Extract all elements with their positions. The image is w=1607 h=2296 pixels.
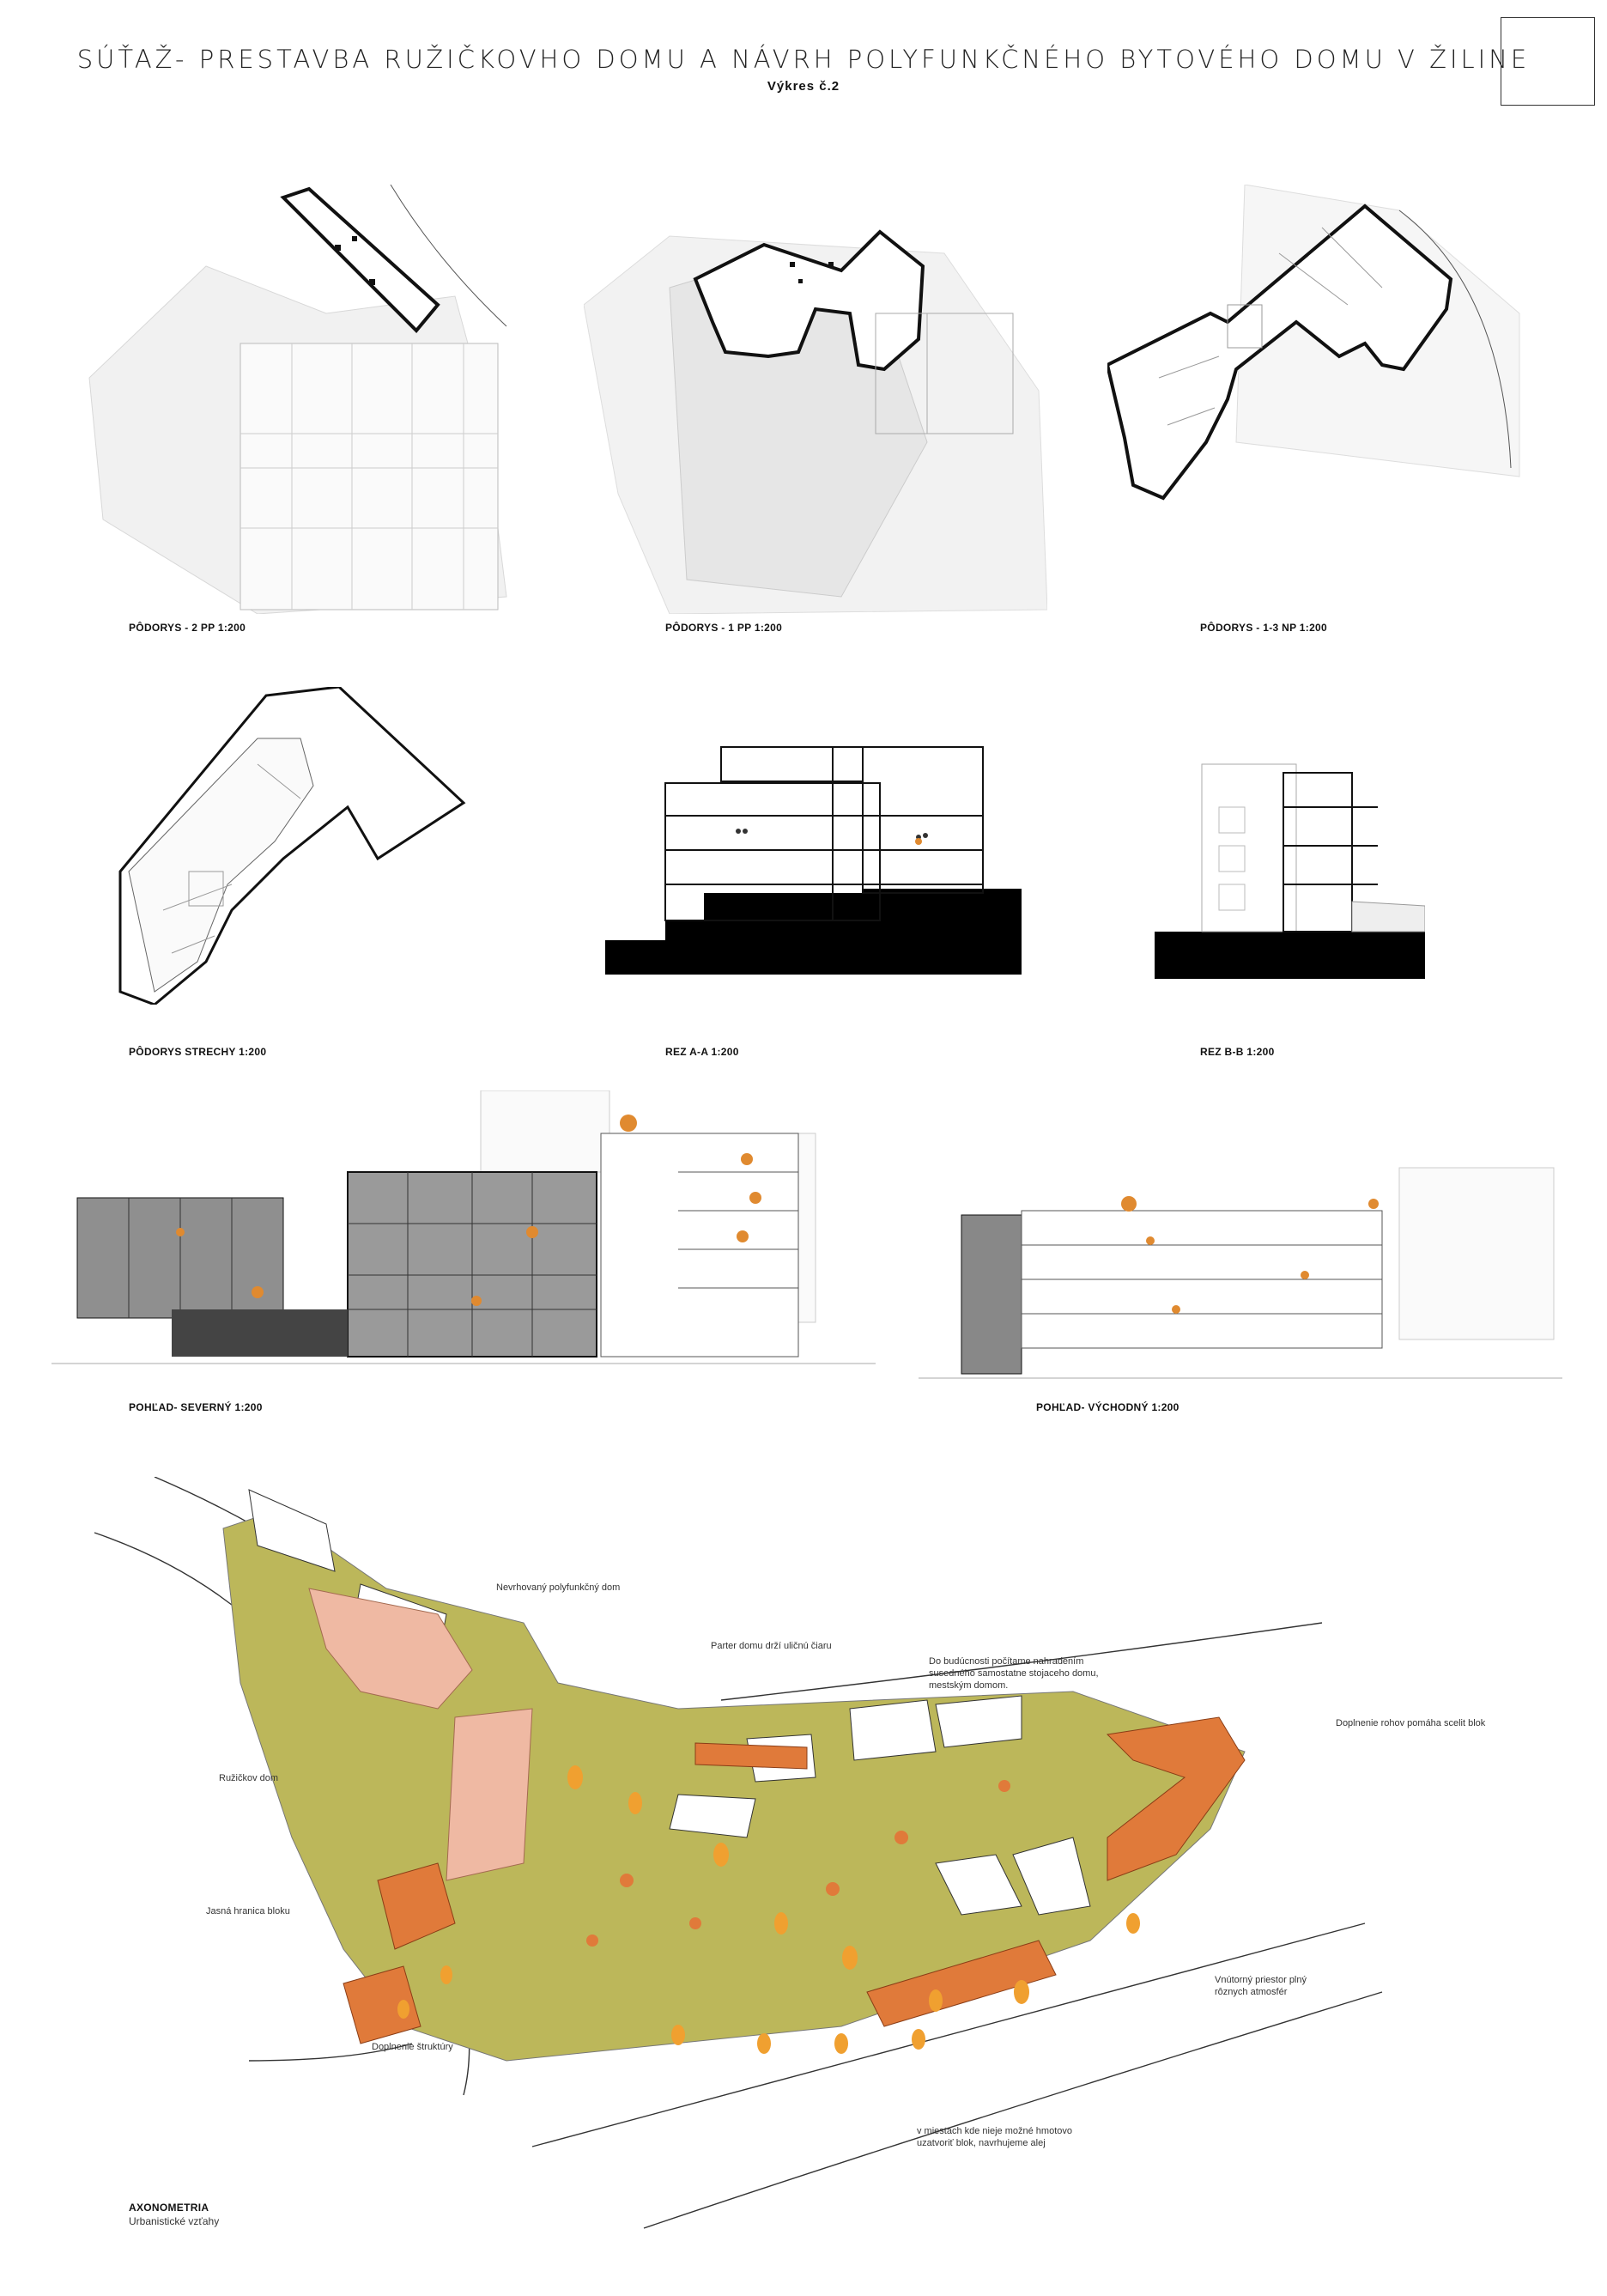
axonometry-drawing [94,1477,1383,2229]
axonometry-subtitle: Urbanistické vzťahy [129,2215,220,2227]
annotation-future-building: Do budúcnosti počítame nahradením susedn… [929,1655,1099,1692]
annotation-ruzickov-dom: Ružičkov dom [219,1773,279,1783]
label-plan-1pp: PÔDORYS - 1 PP 1:200 [665,622,783,634]
sheet-title: SÚŤAŽ- PRESTAVBA RUŽIČKOVHO DOMU A NÁVRH… [76,45,1531,74]
label-section-aa: REZ A-A 1:200 [665,1046,739,1058]
annotation-future-line2: susedného samostatne stojaceho domu, [929,1668,1099,1679]
label-view-east: POHĽAD- VÝCHODNÝ 1:200 [1036,1401,1179,1413]
plan-1-3np-drawing [1107,185,1520,501]
plan-roof-drawing [118,687,466,1005]
label-section-bb: REZ B-B 1:200 [1200,1046,1275,1058]
elevation-east-drawing [919,1167,1562,1379]
annotation-future-line3: mestským domom. [929,1680,1009,1691]
annotation-future-line1: Do budúcnosti počítame nahradením [929,1656,1084,1667]
label-plan-roof: PÔDORYS STRECHY 1:200 [129,1046,267,1058]
plan-2pp-drawing [88,185,507,614]
section-aa-drawing [605,746,1022,975]
label-plan-2pp: PÔDORYS - 2 PP 1:200 [129,622,246,634]
annotation-inner-space: Vnútorný priestor plný rôznych atmosfér [1215,1974,1307,1998]
label-view-north: POHĽAD- SEVERNÝ 1:200 [129,1401,263,1413]
annotation-structure: Doplnenie štruktúry [372,2042,453,2052]
annotation-street-line: Parter domu drží uličnú čiaru [711,1641,832,1651]
elevation-north-drawing [52,1090,876,1364]
annotation-alley-line1: v miestach kde nieje možné hmotovo [917,2126,1072,2136]
annotation-new-building: Nevrhovaný polyfunkčný dom [496,1582,621,1593]
annotation-block-edge: Jasná hranica bloku [206,1906,290,1916]
axonometry-title: AXONOMETRIA [129,2202,209,2214]
annotation-inner-line2: rôznych atmosfér [1215,1987,1288,1997]
title-stamp-box [1501,17,1595,106]
section-bb-drawing [1155,763,1425,979]
label-plan-1-3np: PÔDORYS - 1-3 NP 1:200 [1200,622,1327,634]
annotation-alley-line2: uzatvoriť blok, navrhujeme alej [917,2138,1046,2148]
annotation-corners: Doplnenie rohov pomáha scelit blok [1336,1718,1486,1728]
sheet-subtitle: Výkres č.2 [767,79,840,94]
plan-1pp-drawing [584,229,1047,614]
annotation-inner-line1: Vnútorný priestor plný [1215,1975,1307,1985]
annotation-alley: v miestach kde nieje možné hmotovo uzatv… [917,2125,1072,2149]
